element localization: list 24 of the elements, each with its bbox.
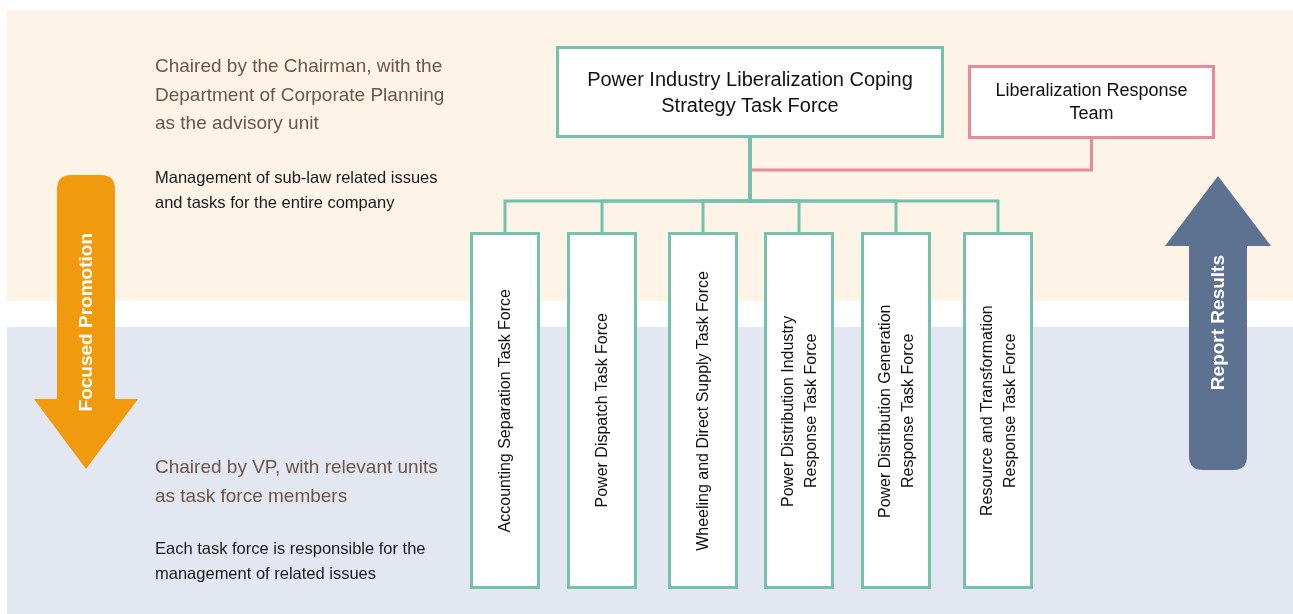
box-label: Power Distribution Industry Response Task Force xyxy=(777,313,820,509)
note-text: Each task force is responsible for the management of related issues xyxy=(155,538,427,584)
box-label: Wheeling and Direct Supply Task Force xyxy=(693,270,713,551)
down-arrow xyxy=(34,175,138,469)
task-force-box xyxy=(764,232,834,589)
box-label: Power Industry Liberalization Coping Strategy Task Force xyxy=(586,67,914,118)
note-text: Chaired by VP, with relevant units as task force members xyxy=(155,455,439,508)
task-force-box xyxy=(968,65,1215,139)
box-label: Power Distribution Generation Response Task Force xyxy=(874,302,917,520)
box-label: Resource and Transformation Response Task Force xyxy=(976,304,1019,518)
arrow-label: Report Results xyxy=(1207,255,1229,391)
note-text: Management of sub-law related issues and tasks for the entire company xyxy=(155,167,439,213)
box-label: Liberalization Response Team xyxy=(994,78,1189,125)
task-force-box xyxy=(567,232,637,589)
task-force-box xyxy=(556,46,944,138)
note-text: Chaired by the Chairman, with the Department of Corporate Planning as the advisory unit xyxy=(155,54,446,135)
arrow-label: Focused Promotion xyxy=(75,232,97,412)
up-arrow xyxy=(1165,176,1271,470)
task-force-box xyxy=(963,232,1033,589)
box-label: Accounting Separation Task Force xyxy=(495,288,515,533)
box-label: Power Dispatch Task Force xyxy=(592,313,612,508)
task-force-box xyxy=(470,232,540,589)
task-force-box xyxy=(861,232,931,589)
task-force-box xyxy=(668,232,738,589)
